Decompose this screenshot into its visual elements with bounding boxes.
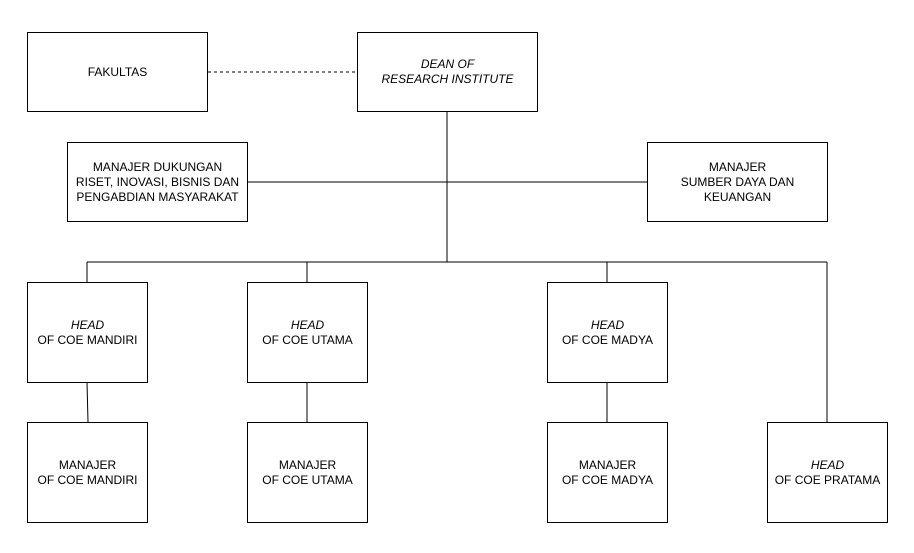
- manajer-mandiri-box: MANAJER OF COE MANDIRI: [27, 422, 148, 523]
- manajer-dukungan-box: MANAJER DUKUNGAN RISET, INOVASI, BISNIS …: [67, 142, 248, 222]
- dean-label-line1: DEAN OF: [420, 57, 475, 71]
- head-utama-line2: OF COE UTAMA: [262, 332, 353, 347]
- manajer-mandiri-line1: MANAJER: [58, 457, 117, 472]
- manajer-sdk-line2: SUMBER DAYA DAN: [680, 174, 795, 189]
- manajer-madya-line2: OF COE MADYA: [561, 472, 654, 487]
- head-mandiri-line1: HEAD: [70, 317, 105, 332]
- manajer-dukungan-line1: MANAJER DUKUNGAN: [92, 159, 223, 174]
- manajer-madya-line1: MANAJER: [578, 457, 637, 472]
- head-mandiri-line2: OF COE MANDIRI: [37, 332, 138, 347]
- dean-box: DEAN OF RESEARCH INSTITUTE: [357, 32, 538, 112]
- head-utama-box: HEAD OF COE UTAMA: [247, 282, 368, 383]
- manajer-dukungan-line3: PENGABDIAN MASYARAKAT: [76, 189, 239, 204]
- fakultas-label: FAKULTAS: [87, 64, 148, 79]
- head-pratama-box: HEAD OF COE PRATAMA: [767, 422, 888, 523]
- head-pratama-line2: OF COE PRATAMA: [774, 472, 881, 487]
- head-mandiri-box: HEAD OF COE MANDIRI: [27, 282, 148, 383]
- link-mandiri: [86, 381, 89, 423]
- manajer-sdk-line1: MANAJER: [708, 159, 767, 174]
- head-madya-line2: OF COE MADYA: [561, 332, 654, 347]
- manajer-utama-box: MANAJER OF COE UTAMA: [247, 422, 368, 523]
- head-madya-box: HEAD OF COE MADYA: [547, 282, 668, 383]
- head-utama-line1: HEAD: [290, 317, 325, 332]
- fakultas-box: FAKULTAS: [27, 32, 208, 112]
- manajer-mandiri-line2: OF COE MANDIRI: [37, 472, 138, 487]
- manajer-dukungan-line2: RISET, INOVASI, BISNIS DAN: [75, 174, 240, 189]
- manajer-sdk-line3: KEUANGAN: [703, 189, 772, 204]
- manajer-madya-box: MANAJER OF COE MADYA: [547, 422, 668, 523]
- manajer-sdk-box: MANAJER SUMBER DAYA DAN KEUANGAN: [647, 142, 828, 222]
- manajer-utama-line1: MANAJER: [278, 457, 337, 472]
- dean-label-line2: RESEARCH INSTITUTE: [381, 72, 514, 86]
- head-madya-line1: HEAD: [590, 317, 625, 332]
- head-pratama-line1: HEAD: [810, 457, 845, 472]
- manajer-utama-line2: OF COE UTAMA: [262, 472, 353, 487]
